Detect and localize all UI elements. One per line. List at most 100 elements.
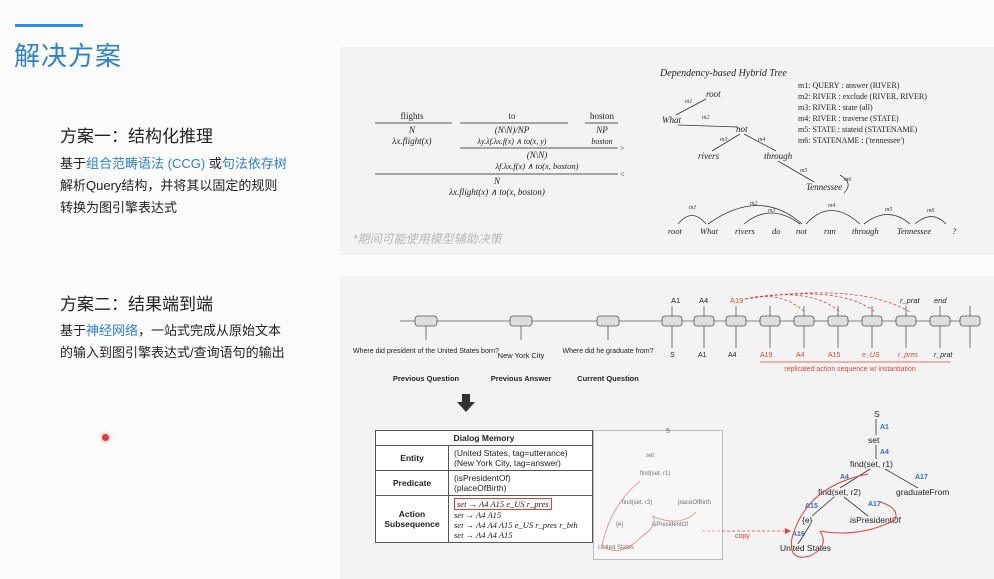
sentence-word: ? [952,226,957,236]
edge-label: m5 [800,168,807,174]
solution1-heading: 方案一：结构化推理 [60,127,213,146]
arc-label: m5 [885,207,892,213]
arc-label: m6 [927,208,934,214]
figure-svg: flights to boston N λx.flight(x) (N\N)/N… [375,68,957,236]
decoder-top-label: A4 [699,296,708,305]
decoder-bottom-label: S [670,352,675,359]
memory-row-name: Action Subsequence [375,495,449,543]
question-text: Where did he graduate from? [562,348,653,355]
memory-row-name: Predicate [375,470,449,496]
dependency-tree-title: Dependency-based Hybrid Tree [659,68,787,79]
small-tree-node: S [666,429,670,435]
tree-node-tennessee: Tennessee [806,182,842,192]
decoder-bottom-label: r_pres [898,352,918,359]
action-label: A16 [792,531,805,538]
arc-label: m2 [750,201,757,207]
end-to-end-svg: Where did president of the United States… [353,292,981,558]
big-tree-node: isPresidentOf [850,515,902,525]
action-label: A4 [880,449,889,456]
question-label: Previous Answer [491,374,552,383]
memory-row-content: (isPresidentOf)(placeOfBirth) [448,470,593,496]
action-label: A17 [915,474,928,481]
small-tree-node: isPresidentOf [652,522,688,528]
mr-line: m3: RIVER : state (all) [798,103,873,112]
replicated-caption: replicated action sequence w/ instantiat… [784,366,916,373]
dialog-memory-table-wrap: Dialog Memory Entity (United States, tag… [375,430,593,543]
decoder-top-label: r_prat [900,296,921,305]
page-title: 解决方案 [14,41,123,71]
big-tree-node: S [874,409,880,419]
memory-line: set → A4 A4 A15 e_US r_pres r_bth [454,520,578,530]
decoder-cell [793,315,815,327]
decoder-chain [661,306,981,348]
dialog-memory-title: Dialog Memory [375,430,593,446]
memory-line: (New York City, tag=answer) [454,458,561,468]
decoder-top-label: A1 [671,296,680,305]
decoder-cell [759,315,781,327]
copy-label: copy [735,533,750,540]
tree-node-rivers: rivers [698,151,719,161]
ccg-term: 组合范畴语法 (CCG) [86,156,206,171]
big-tree-node: United States [780,543,831,553]
decoder-bottom-label: A4 [796,352,805,359]
memory-line: (isPresidentOf) [454,473,511,483]
solution1-description: 基于组合范畴语法 (CCG) 或句法依存树解析Query结构，并将其以固定的规则… [60,153,290,219]
edge-label: m3 [720,137,727,143]
decoder-bottom-label: r_prat [934,352,953,359]
tree-node-not: not [736,124,748,134]
decoder-bottom-label: A4 [728,352,737,359]
decoder-top-label: end [934,296,947,305]
decoder-top-label: A19 [730,296,743,305]
action-label: A17 [868,501,881,508]
ccg-sem-to: λy.λf.λx.f(x) ∧ to(x, y) [477,137,547,146]
title-accent-bar [15,24,83,27]
decoder-cell [861,315,883,327]
ccg-cat-final: N [493,176,501,186]
ccg-cat-to2: (N\N) [527,150,548,160]
question-text: Where did president of the United States… [353,348,499,355]
big-tree-node: find(set, r1) [850,459,893,469]
sentence-word: run [824,226,836,236]
memory-row-name: Entity [375,445,449,471]
ccg-sem-flights: λx.flight(x) [391,136,431,146]
sentence-word: through [852,226,879,236]
dependency-tree-term: 句法依存树 [221,156,287,171]
decoder-bottom-label: A1 [698,352,707,359]
ccg-cat-boston: NP [595,125,608,135]
arc-label: m1 [689,205,696,211]
arrow-down-icon [457,394,475,412]
decoder-cell [929,315,951,327]
mr-line: m5: STATE : stateid (STATENAME) [798,125,917,134]
decoder-cell [895,315,917,327]
action-label: A1 [880,424,889,431]
sentence-word: not [796,226,808,236]
memory-line: set → A4 A4 A15 [454,530,513,540]
sentence-word: do [772,226,781,236]
big-tree-node: set [868,435,880,445]
decoder-cell [827,315,849,327]
big-tree-node: {e} [802,515,813,525]
question-text: New York City [498,351,545,360]
memory-line: set → A4 A15 [454,510,502,520]
dialog-memory-table: Dialog Memory Entity (United States, tag… [375,430,593,543]
tree-node-what: What [662,115,681,125]
ccg-op-backward: < [620,170,625,179]
action-label: A4 [840,474,849,481]
mr-line: m6: STATENAME : ('tennessee') [798,136,905,145]
arc-label: m4 [828,202,835,209]
decoder-bottom-label: A19 [760,352,773,359]
ccg-op-forward: > [620,144,625,153]
solution2-description: 基于神经网络，一站式完成从原始文本的输入到图引擎表达式/查询语句的输出 [60,320,290,364]
small-tree-node: find(set, r1) [640,471,670,477]
arc-label: m3 [768,208,775,214]
action-label: A15 [805,503,818,510]
memory-line: (placeOfBirth) [454,483,507,493]
tree-node-root: root [706,89,721,99]
mr-line: m1: QUERY : answer (RIVER) [798,81,900,90]
ccg-sem-boston: boston [591,137,612,146]
memory-row-content: (United States, tag=utterance)(New York … [448,445,593,471]
small-tree-node: placeOfBirth [678,500,711,506]
desc-text: 基于 [60,156,87,171]
ccg-sem-final: λx.flight(x) ∧ to(x, boston) [448,187,545,197]
